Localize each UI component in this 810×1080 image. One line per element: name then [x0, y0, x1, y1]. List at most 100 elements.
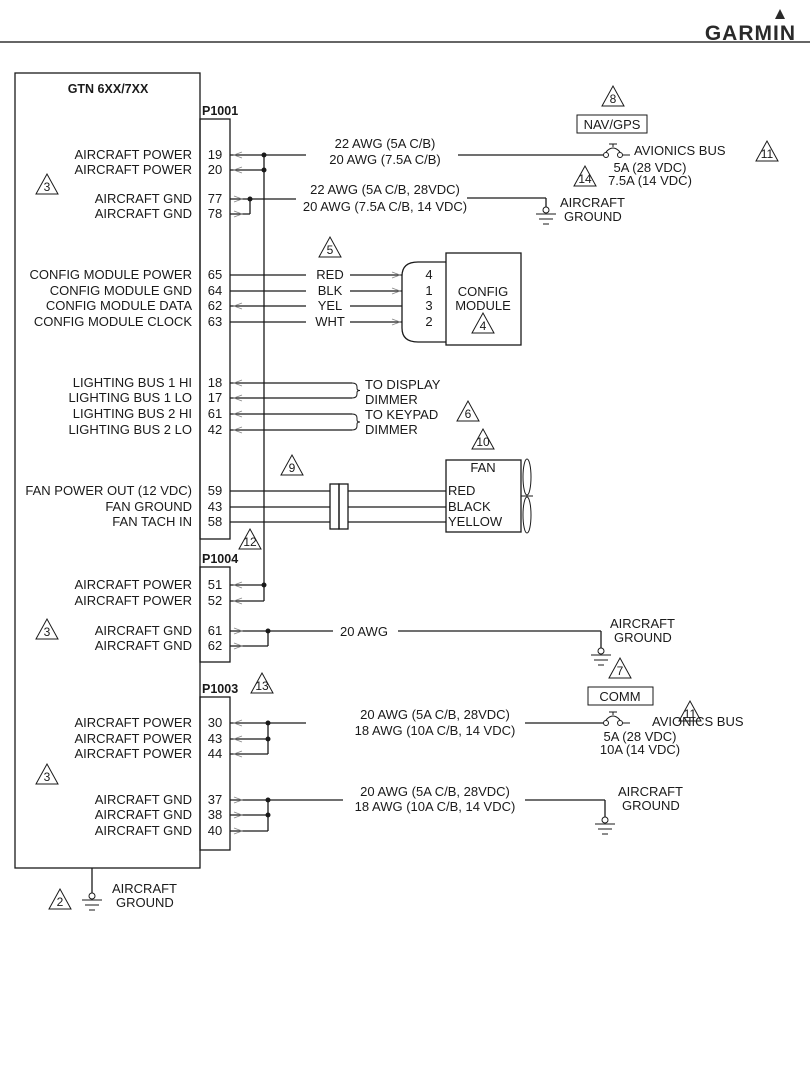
circuit-breaker-comm-icon [603, 711, 630, 726]
note-number: 6 [465, 407, 472, 421]
note-flag-icon: 2 [48, 887, 72, 910]
config-wire-color: RED [316, 267, 343, 282]
config-wire-color: WHT [315, 314, 345, 329]
pin-name: LIGHTING BUS 1 HI [73, 375, 192, 390]
pin-name: FAN POWER OUT (12 VDC) [25, 483, 192, 498]
pin-name: CONFIG MODULE DATA [46, 298, 192, 313]
svg-text:20 AWG (7.5A C/B): 20 AWG (7.5A C/B) [329, 152, 441, 167]
svg-text:DIMMER: DIMMER [365, 392, 418, 407]
pin-name: LIGHTING BUS 2 LO [68, 422, 192, 437]
lighting-wiring [230, 379, 361, 434]
config-module-box [445, 252, 522, 346]
note-number: 9 [289, 461, 296, 475]
note-flag-icon: 3 [35, 762, 59, 785]
svg-text:18 AWG (10A C/B, 14 VDC): 18 AWG (10A C/B, 14 VDC) [355, 723, 516, 738]
note-number: 10 [476, 435, 490, 449]
fan-connector-left [329, 483, 340, 530]
pin-number: 62 [208, 298, 222, 313]
connector-p1001 [199, 118, 231, 540]
pin-name: AIRCRAFT POWER [75, 715, 193, 730]
svg-text:TO KEYPAD: TO KEYPAD [365, 407, 438, 422]
svg-text:GROUND: GROUND [116, 895, 174, 910]
pin-number: 40 [208, 823, 222, 838]
brand-name: GARMIN [705, 22, 796, 45]
svg-text:GROUND: GROUND [564, 209, 622, 224]
config-module-pin: 4 [425, 267, 432, 282]
connector-p1004-label: P1004 [202, 552, 238, 566]
note-flag-icon: 12 [238, 527, 262, 550]
p1004-wiring: 20 AWG AIRCRAFT GROUND [230, 582, 675, 666]
pin-name: LIGHTING BUS 1 LO [68, 390, 192, 405]
note-number: 4 [480, 319, 487, 333]
note-flag-icon: 11 [678, 699, 702, 722]
note-flag-icon: 13 [250, 671, 274, 694]
pin-name: AIRCRAFT GND [95, 623, 192, 638]
p1003-ground-wiring: 20 AWG (5A C/B, 28VDC) 18 AWG (10A C/B, … [230, 784, 683, 835]
pin-number: 18 [208, 375, 222, 390]
pin-name: AIRCRAFT POWER [75, 162, 193, 177]
pin-name: LIGHTING BUS 2 HI [73, 406, 192, 421]
pin-number: 30 [208, 715, 222, 730]
connector-p1004 [199, 566, 231, 663]
pin-number: 52 [208, 593, 222, 608]
pin-number: 65 [208, 267, 222, 282]
note-flag-icon: 8 [601, 84, 625, 107]
svg-text:COMM: COMM [599, 689, 640, 704]
pin-name: CONFIG MODULE GND [50, 283, 192, 298]
signal-direction-arrows [232, 151, 244, 835]
note-flag-icon: 5 [318, 235, 342, 258]
comm-box [587, 686, 654, 706]
note-flag-icon: 14 [573, 164, 597, 187]
note-flag-icon: 6 [456, 399, 480, 422]
p1001-ground-wiring: 22 AWG (5A C/B, 28VDC) 20 AWG (7.5A C/B,… [230, 182, 625, 225]
svg-text:7.5A (14 VDC): 7.5A (14 VDC) [608, 173, 692, 188]
svg-text:20 AWG (5A C/B, 28VDC): 20 AWG (5A C/B, 28VDC) [360, 784, 510, 799]
ground-symbol-icon [535, 206, 557, 225]
pin-number: 20 [208, 162, 222, 177]
note-number: 8 [610, 92, 617, 106]
p1003-power-wiring: 20 AWG (5A C/B, 28VDC) 18 AWG (10A C/B, … [230, 686, 744, 757]
note-number: 11 [684, 707, 697, 721]
pin-number: 58 [208, 514, 222, 529]
pin-number: 17 [208, 390, 222, 405]
svg-text:GROUND: GROUND [614, 630, 672, 645]
note-number: 3 [44, 770, 51, 784]
pin-name: AIRCRAFT GND [95, 823, 192, 838]
pin-number: 37 [208, 792, 222, 807]
pin-name: AIRCRAFT GND [95, 191, 192, 206]
brace-icon [351, 413, 361, 431]
svg-text:AIRCRAFT: AIRCRAFT [560, 195, 625, 210]
note-flag-icon: 3 [35, 617, 59, 640]
config-plug [401, 261, 446, 343]
pin-name: AIRCRAFT GND [95, 638, 192, 653]
note-number: 7 [617, 664, 624, 678]
pin-name: AIRCRAFT POWER [75, 147, 193, 162]
pin-name: FAN TACH IN [112, 514, 192, 529]
svg-text:GROUND: GROUND [622, 798, 680, 813]
config-module-pin: 2 [425, 314, 432, 329]
note-number: 3 [44, 180, 51, 194]
pin-number: 64 [208, 283, 222, 298]
svg-text:10A (14 VDC): 10A (14 VDC) [600, 742, 680, 757]
svg-text:18 AWG (10A C/B, 14 VDC): 18 AWG (10A C/B, 14 VDC) [355, 799, 516, 814]
svg-text:20 AWG (7.5A C/B, 14 VDC): 20 AWG (7.5A C/B, 14 VDC) [303, 199, 467, 214]
note-number: 13 [255, 679, 269, 693]
connector-p1003-label: P1003 [202, 682, 238, 696]
svg-text:FAN: FAN [470, 460, 495, 475]
p1001-power-wiring: 22 AWG (5A C/B) 20 AWG (7.5A C/B) AVIONI… [230, 114, 726, 585]
svg-text:NAV/GPS: NAV/GPS [584, 117, 641, 132]
ground-symbol-icon [590, 647, 612, 666]
pin-number: 63 [208, 314, 222, 329]
unit-title: GTN 6XX/7XX [68, 82, 149, 96]
fan-propeller-icon [521, 458, 533, 534]
note-flag-icon: 11 [755, 139, 779, 162]
svg-text:20 AWG: 20 AWG [340, 624, 388, 639]
svg-text:5A (28 VDC): 5A (28 VDC) [614, 160, 687, 175]
pin-name: FAN GROUND [105, 499, 192, 514]
ground-symbol-icon [81, 892, 103, 911]
connector-p1003 [199, 696, 231, 851]
note-number: 11 [761, 147, 774, 161]
